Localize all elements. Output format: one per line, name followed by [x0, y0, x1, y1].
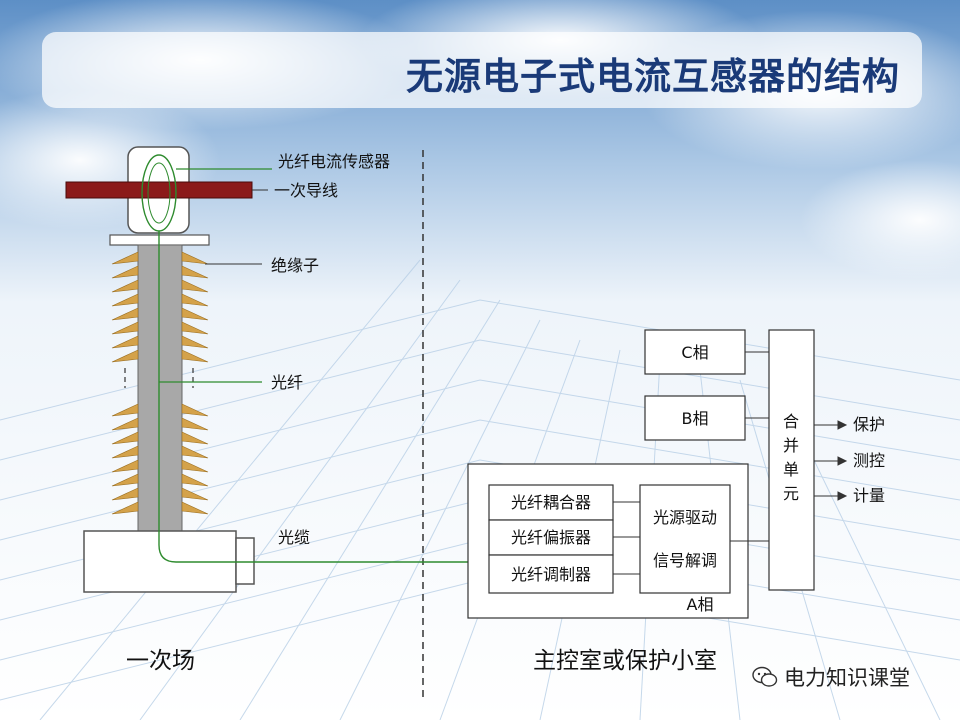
shed-left: [111, 335, 139, 349]
driver-label-2: 信号解调: [653, 551, 717, 570]
module-label-coupler: 光纤耦合器: [511, 493, 591, 512]
phase-a-label: A相: [687, 595, 714, 614]
insulator-core: [137, 244, 183, 532]
shed-left: [111, 293, 139, 307]
shed-right: [181, 335, 209, 349]
shed-right: [181, 431, 209, 445]
shed-right: [181, 417, 209, 431]
label-conductor: 一次导线: [274, 181, 338, 200]
shed-left: [111, 417, 139, 431]
module-coupler: [488, 484, 614, 521]
label-sensor: 光纤电流传感器: [278, 152, 390, 171]
driver-label-1: 光源驱动: [653, 508, 717, 527]
shed-right: [181, 265, 209, 279]
shed-left: [111, 431, 139, 445]
shed-right: [181, 349, 209, 363]
module-polarizer: [488, 519, 614, 556]
driver-box: [639, 484, 731, 594]
output-arrows: [814, 420, 848, 501]
shed-left: [111, 307, 139, 321]
module-label-modulator: 光纤调制器: [511, 565, 591, 584]
merge-char-3: 单: [783, 460, 799, 479]
primary-conductor: [65, 181, 253, 199]
shed-right: [181, 293, 209, 307]
output-metering: 计量: [853, 486, 885, 505]
shed-left: [111, 265, 139, 279]
shed-right: [181, 307, 209, 321]
shed-left: [111, 349, 139, 363]
insulator-sheds: [111, 251, 209, 515]
shed-left: [111, 501, 139, 515]
module-label-polarizer: 光纤偏振器: [511, 528, 591, 547]
shed-right: [181, 279, 209, 293]
shed-right: [181, 445, 209, 459]
fiber-path: [141, 154, 470, 563]
merge-unit-box: [768, 329, 815, 591]
output-control: 测控: [853, 451, 885, 470]
label-control-room: 主控室或保护小室: [533, 648, 717, 674]
page-title: 无源电子式电流互感器的结构: [406, 55, 900, 98]
phase-c-box: C相: [644, 329, 746, 375]
shed-right: [181, 251, 209, 265]
shed-left: [111, 459, 139, 473]
shed-right: [181, 459, 209, 473]
label-cable: 光缆: [278, 528, 310, 547]
phase-b-box: B相: [644, 395, 746, 441]
shed-left: [111, 403, 139, 417]
fiber-coil-inner: [147, 162, 171, 224]
merge-char-4: 元: [783, 484, 799, 503]
watermark-text: 电力知识课堂: [784, 666, 910, 690]
shed-right: [181, 501, 209, 515]
label-primary-field: 一次场: [126, 648, 195, 674]
shed-left: [111, 487, 139, 501]
label-insulator: 绝缘子: [271, 256, 319, 275]
merge-char-2: 并: [783, 436, 799, 455]
output-protection: 保护: [853, 415, 885, 434]
fiber-modules: 光纤耦合器 光纤偏振器 光纤调制器: [488, 484, 614, 594]
shed-right: [181, 321, 209, 335]
shed-left: [111, 251, 139, 265]
shed-left: [111, 445, 139, 459]
title-banner: [42, 32, 922, 108]
wechat-icon: [752, 666, 778, 687]
label-fiber: 光纤: [271, 373, 303, 392]
merge-char-1: 合: [783, 412, 799, 431]
shed-right: [181, 473, 209, 487]
module-modulator: [488, 554, 614, 594]
shed-left: [111, 321, 139, 335]
phase-b-label: B相: [682, 409, 709, 428]
shed-right: [181, 487, 209, 501]
cable-terminal: [235, 537, 255, 585]
shed-right: [181, 403, 209, 417]
shed-left: [111, 473, 139, 487]
watermark: 电力知识课堂: [752, 662, 910, 692]
phase-c-label: C相: [681, 343, 708, 362]
primary-equipment: [65, 146, 255, 593]
fiber-line: [158, 231, 470, 563]
shed-left: [111, 279, 139, 293]
